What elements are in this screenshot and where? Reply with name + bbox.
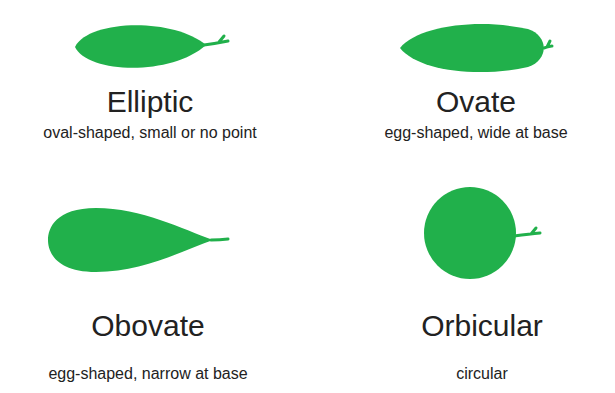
leaf-name: Obovate xyxy=(91,308,204,344)
ovate-leaf xyxy=(400,24,544,72)
leaf-stalk xyxy=(211,239,228,240)
leaf-description: egg-shaped, wide at base xyxy=(384,123,567,142)
leaf-name: Ovate xyxy=(436,84,516,120)
orbicular-leaf xyxy=(424,187,516,279)
leaf-name: Elliptic xyxy=(107,84,194,120)
leaf-stalk xyxy=(514,228,540,236)
leaf-description: egg-shaped, narrow at base xyxy=(48,364,247,383)
elliptic-leaf xyxy=(75,25,206,67)
leaf-stalk xyxy=(204,36,228,45)
obovate-leaf xyxy=(48,208,213,272)
leaf-stalk xyxy=(544,41,552,48)
leaf-name: Orbicular xyxy=(421,308,543,344)
leaf-description: oval-shaped, small or no point xyxy=(43,123,256,142)
leaf-description: circular xyxy=(456,364,508,383)
